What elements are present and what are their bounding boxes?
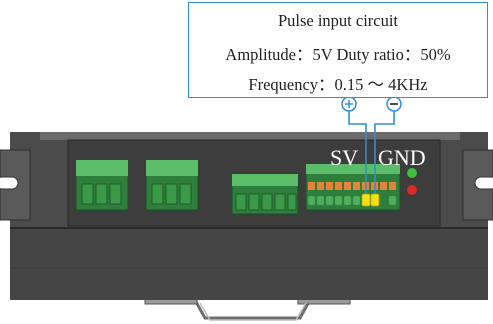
pulse-minus-pin <box>370 193 380 207</box>
callout-title: Pulse input circuit <box>277 11 399 30</box>
pulse-plus-pin <box>361 193 371 207</box>
terminal-block-2 <box>145 159 199 211</box>
pulse-wires <box>348 110 395 194</box>
callout-frequency: Frequency：0.15 ～ 4KHz <box>248 75 428 94</box>
sv-label: SV <box>330 145 359 170</box>
power-led <box>407 168 417 178</box>
plus-terminal-symbol <box>341 96 357 112</box>
minus-terminal-symbol <box>386 96 402 112</box>
green-pin-row <box>308 196 396 205</box>
terminal-block-3 <box>231 173 299 215</box>
alarm-led <box>407 185 417 195</box>
terminal-block-1 <box>75 159 129 211</box>
gnd-label: GND <box>378 145 426 170</box>
pulse-input-callout: Pulse input circuit Amplitude：5V Duty ra… <box>188 2 488 98</box>
callout-amplitude-duty: Amplitude：5V Duty ratio：50% <box>225 45 451 64</box>
